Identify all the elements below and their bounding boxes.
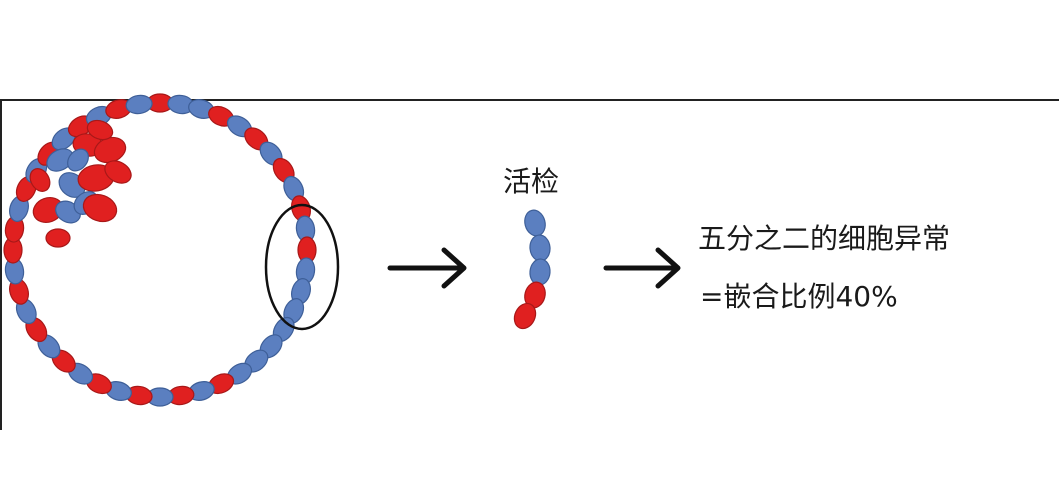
panel-frame: [0, 99, 1059, 430]
inner-cell-mass: [29, 119, 132, 248]
arrow-right-icon: [603, 247, 681, 289]
inner-cell-mass-cell: [104, 160, 132, 184]
biopsy-sample-cell: [529, 258, 551, 286]
result-ratio-text: =嵌合比例40%: [700, 280, 898, 313]
trophectoderm-ring: [3, 93, 317, 407]
inner-cell-mass-cell: [45, 228, 71, 248]
biopsy-sample-icon: [513, 209, 551, 330]
inner-cell-mass-cell: [82, 193, 118, 223]
inner-cell-mass-cell: [86, 119, 114, 141]
biopsy-circle-icon: [264, 203, 340, 331]
inner-cell-mass-cell: [29, 168, 51, 192]
arrow-right-icon: [387, 247, 467, 289]
biopsy-sample-cell: [529, 234, 551, 262]
biopsy-sample-cell: [524, 209, 546, 237]
inner-cell-mass-cell: [67, 148, 89, 172]
result-fraction-text: 五分之二的细胞异常: [698, 222, 950, 255]
trophectoderm-cell: [125, 94, 153, 115]
blastocyst-icon: [3, 93, 317, 407]
biopsy-sample-cell: [513, 302, 537, 330]
biopsy-label: 活检: [503, 165, 559, 198]
